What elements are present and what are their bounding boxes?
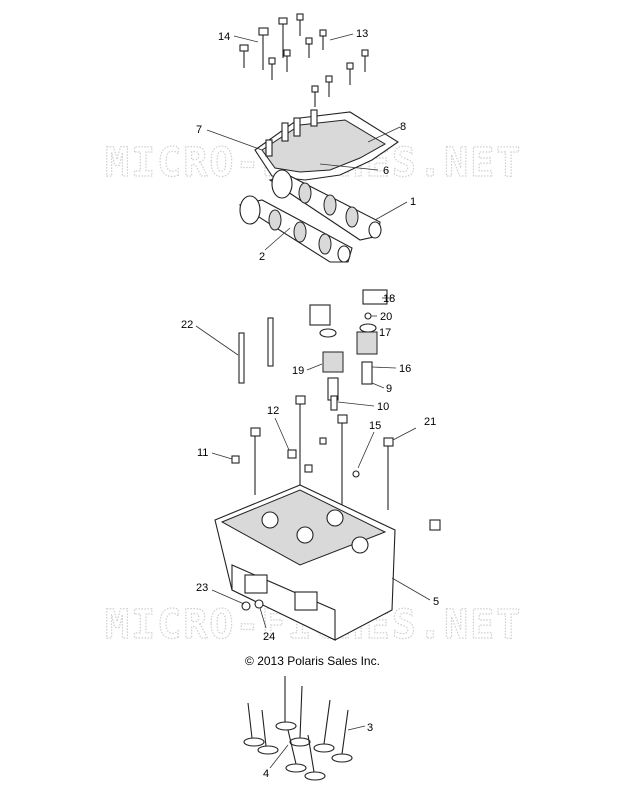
callout-17: 17 — [379, 327, 391, 339]
callout-24: 24 — [263, 631, 275, 643]
callout-1: 1 — [410, 196, 416, 208]
cam-cap-bolts — [239, 13, 369, 107]
leader-lines — [195, 33, 431, 769]
callout-19: 19 — [292, 365, 304, 377]
copyright-notice: © 2013 Polaris Sales Inc. — [245, 654, 380, 668]
fitting-parts — [241, 599, 264, 611]
callout-11: 11 — [197, 447, 208, 459]
callout-13: 13 — [356, 28, 368, 40]
callout-15: 15 — [369, 420, 381, 432]
callout-12: 12 — [267, 405, 279, 417]
callout-22: 22 — [181, 319, 193, 331]
callout-6: 6 — [383, 165, 389, 177]
callout-2: 2 — [259, 251, 265, 263]
callout-labels: 1 2 3 4 5 6 7 8 9 10 11 12 13 14 15 16 1… — [181, 28, 439, 780]
head-bolts — [231, 317, 441, 535]
callout-5: 5 — [433, 596, 439, 608]
callout-18: 18 — [383, 293, 395, 305]
callout-3: 3 — [367, 722, 373, 734]
callout-23: 23 — [196, 582, 208, 594]
callout-21: 21 — [424, 416, 436, 428]
valve-train-parts — [309, 289, 388, 478]
camshafts — [238, 169, 382, 263]
callout-9: 9 — [386, 383, 392, 395]
callout-16: 16 — [399, 363, 411, 375]
callout-4: 4 — [263, 768, 269, 780]
callout-7: 7 — [196, 124, 202, 136]
valves — [243, 676, 353, 781]
callout-20: 20 — [380, 311, 392, 323]
callout-8: 8 — [400, 121, 406, 133]
callout-10: 10 — [377, 401, 389, 413]
cam-carrier — [254, 109, 400, 181]
callout-14: 14 — [218, 31, 230, 43]
